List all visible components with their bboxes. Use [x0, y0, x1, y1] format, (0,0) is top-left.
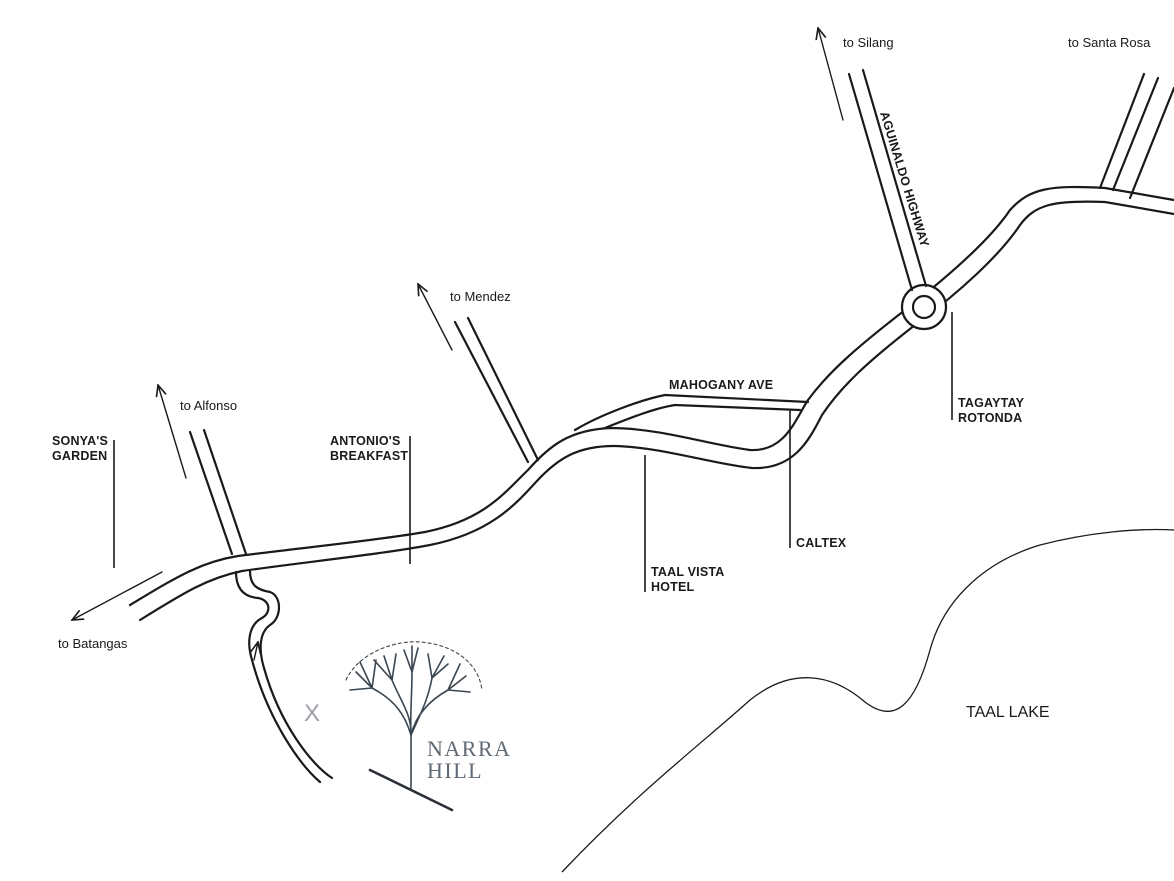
label-tagaytay-rotonda: TAGAYTAY ROTONDA — [958, 396, 1028, 425]
narra-hill-name-line1: NARRA — [427, 736, 512, 761]
narra-hill-access-road — [234, 569, 334, 784]
label-aguinaldo-highway: AGUINALDO HIGHWAY — [877, 110, 932, 250]
rotonda-circle — [900, 283, 948, 331]
aguinaldo-highway — [818, 28, 928, 292]
narra-hill-name-line2: HILL — [427, 758, 483, 783]
label-to-alfonso: to Alfonso — [180, 398, 237, 413]
label-caltex: CALTEX — [796, 536, 847, 550]
main-highway — [128, 185, 1174, 622]
label-to-mendez: to Mendez — [450, 289, 511, 304]
mahogany-ave-road — [573, 393, 810, 432]
label-to-santa-rosa: to Santa Rosa — [1068, 35, 1151, 50]
label-taal-vista-hotel: TAAL VISTA HOTEL — [651, 565, 728, 594]
narra-hill-tree-logo — [345, 641, 483, 812]
label-to-batangas: to Batangas — [58, 636, 128, 651]
label-mahogany-ave: MAHOGANY AVE — [669, 378, 773, 392]
lake-shoreline — [561, 528, 1174, 873]
batangas-arrow — [72, 571, 163, 620]
label-antonios-breakfast: ANTONIO'S BREAKFAST — [330, 434, 408, 463]
destination-marker: X — [304, 700, 320, 727]
santa-rosa-road — [1098, 72, 1174, 200]
label-to-silang: to Silang — [843, 35, 894, 50]
mendez-road — [418, 284, 540, 464]
label-taal-lake: TAAL LAKE — [966, 704, 1050, 721]
label-sonyas-garden: SONYA'S GARDEN — [52, 434, 112, 463]
alfonso-road — [158, 385, 248, 556]
